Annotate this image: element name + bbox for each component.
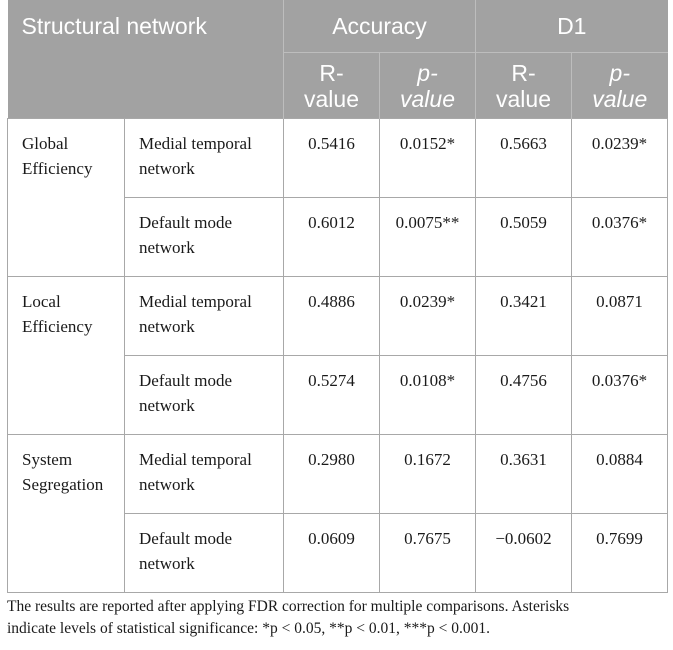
- accuracy-p-cell: 0.0239*: [379, 276, 477, 356]
- network-cell: Default mode network: [123, 355, 285, 435]
- results-table: Structural network Accuracy D1 R-value p…: [7, 0, 669, 593]
- network-cell: Default mode network: [123, 513, 285, 593]
- network-cell: Medial temporal network: [123, 118, 285, 198]
- accuracy-p-cell: 0.0108*: [379, 355, 477, 435]
- table-body: Global Efficiency Medial temporal networ…: [7, 118, 669, 593]
- d1-r-cell: 0.3421: [475, 276, 573, 356]
- header-d1: D1: [475, 0, 668, 53]
- table-footnote: The results are reported after applying …: [7, 596, 667, 640]
- d1-p-cell: 0.7699: [571, 513, 669, 593]
- d1-r-cell: 0.5059: [475, 197, 573, 277]
- table-row: System Segregation Medial temporal netwo…: [7, 434, 669, 593]
- d1-r-cell: 0.5663: [475, 118, 573, 198]
- subheader-d1-r: R-value: [475, 52, 572, 119]
- table-row: Global Efficiency Medial temporal networ…: [7, 118, 669, 277]
- table-row: Default mode network 0.6012 0.0075** 0.5…: [8, 197, 669, 277]
- network-cell: Medial temporal network: [123, 434, 285, 514]
- metric-system-segregation: System Segregation: [7, 434, 125, 593]
- accuracy-r-cell: 0.4886: [283, 276, 381, 356]
- table-header: Structural network Accuracy D1 R-value p…: [7, 0, 668, 119]
- d1-r-cell: 0.4756: [475, 355, 573, 435]
- accuracy-p-cell: 0.0075**: [379, 197, 477, 277]
- d1-p-cell: 0.0871: [571, 276, 669, 356]
- subheader-accuracy-p: p-value: [379, 52, 476, 119]
- network-cell: Medial temporal network: [123, 276, 285, 356]
- metric-global-efficiency: Global Efficiency: [7, 118, 125, 277]
- subheader-d1-p: p-value: [571, 52, 668, 119]
- d1-p-cell: 0.0376*: [571, 197, 669, 277]
- d1-r-cell: 0.3631: [475, 434, 573, 514]
- accuracy-p-cell: 0.1672: [379, 434, 477, 514]
- accuracy-r-cell: 0.5274: [283, 355, 381, 435]
- d1-p-cell: 0.0884: [571, 434, 669, 514]
- metric-local-efficiency: Local Efficiency: [7, 276, 125, 435]
- d1-p-cell: 0.0376*: [571, 355, 669, 435]
- d1-r-cell: −0.0602: [475, 513, 573, 593]
- footnote-line-1: The results are reported after applying …: [7, 598, 570, 615]
- subheader-accuracy-r: R-value: [283, 52, 380, 119]
- accuracy-r-cell: 0.2980: [283, 434, 381, 514]
- accuracy-r-cell: 0.5416: [283, 118, 381, 198]
- accuracy-r-cell: 0.0609: [283, 513, 381, 593]
- table-row: Default mode network 0.0609 0.7675 −0.06…: [8, 513, 669, 593]
- network-cell: Default mode network: [123, 197, 285, 277]
- footnote-line-2: indicate levels of statistical significa…: [7, 620, 490, 637]
- accuracy-p-cell: 0.0152*: [379, 118, 477, 198]
- table-row: Default mode network 0.5274 0.0108* 0.47…: [8, 355, 669, 435]
- d1-p-cell: 0.0239*: [571, 118, 669, 198]
- accuracy-r-cell: 0.6012: [283, 197, 381, 277]
- header-accuracy: Accuracy: [283, 0, 476, 53]
- header-structural-network: Structural network: [7, 0, 284, 119]
- accuracy-p-cell: 0.7675: [379, 513, 477, 593]
- table-row: Local Efficiency Medial temporal network…: [7, 276, 669, 435]
